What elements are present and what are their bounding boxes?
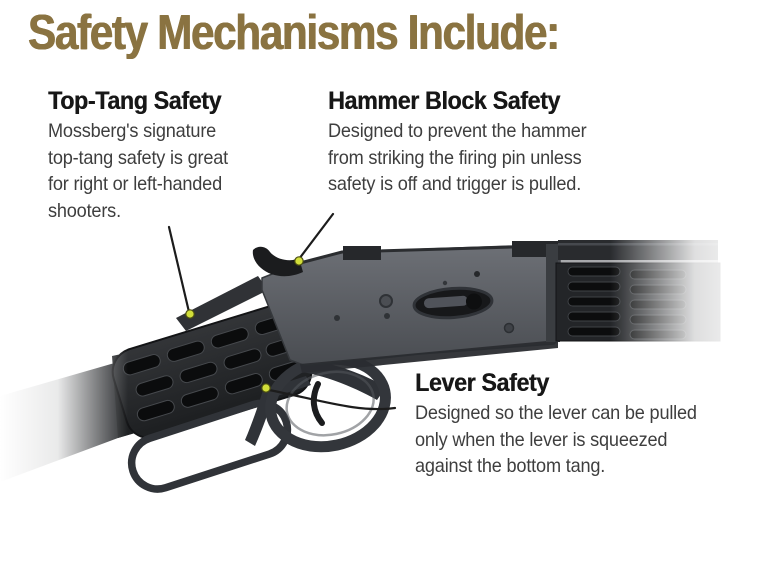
safety-marker-lever-icon — [261, 383, 271, 393]
scope-base-rear — [343, 246, 381, 260]
loading-port — [412, 286, 494, 320]
callout-hammer-block-body: Designed to prevent the hammer from stri… — [328, 120, 587, 195]
callout-line-hammer-block — [297, 212, 335, 261]
safety-marker-top-tang-icon — [185, 309, 195, 319]
callout-lever-body: Designed so the lever can be pulled only… — [415, 402, 697, 477]
trigger — [310, 381, 325, 426]
safety-marker-hammer-block-icon — [294, 256, 304, 266]
receiver-pins — [334, 271, 515, 334]
callout-line-lever — [267, 388, 397, 411]
right-fade — [610, 225, 764, 385]
callout-top-tang-body: Mossberg's signature top-tang safety is … — [48, 120, 229, 222]
callout-top-tang-heading: Top-Tang Safety — [48, 87, 222, 115]
callout-lever: Lever Safety Designed so the lever can b… — [415, 370, 697, 480]
callout-lever-heading: Lever Safety — [415, 369, 549, 397]
top-tang — [176, 276, 268, 331]
lever-loop — [127, 399, 292, 493]
left-fade — [0, 330, 128, 550]
hammer — [252, 246, 303, 277]
page-title: Safety Mechanisms Include: — [28, 6, 560, 60]
callout-line-top-tang — [167, 225, 191, 314]
callout-hammer-block: Hammer Block Safety Designed to prevent … — [328, 88, 587, 198]
callout-hammer-block-heading: Hammer Block Safety — [328, 87, 561, 115]
callout-top-tang: Top-Tang Safety Mossberg's signature top… — [48, 88, 228, 224]
rifle-receiver — [261, 241, 561, 373]
